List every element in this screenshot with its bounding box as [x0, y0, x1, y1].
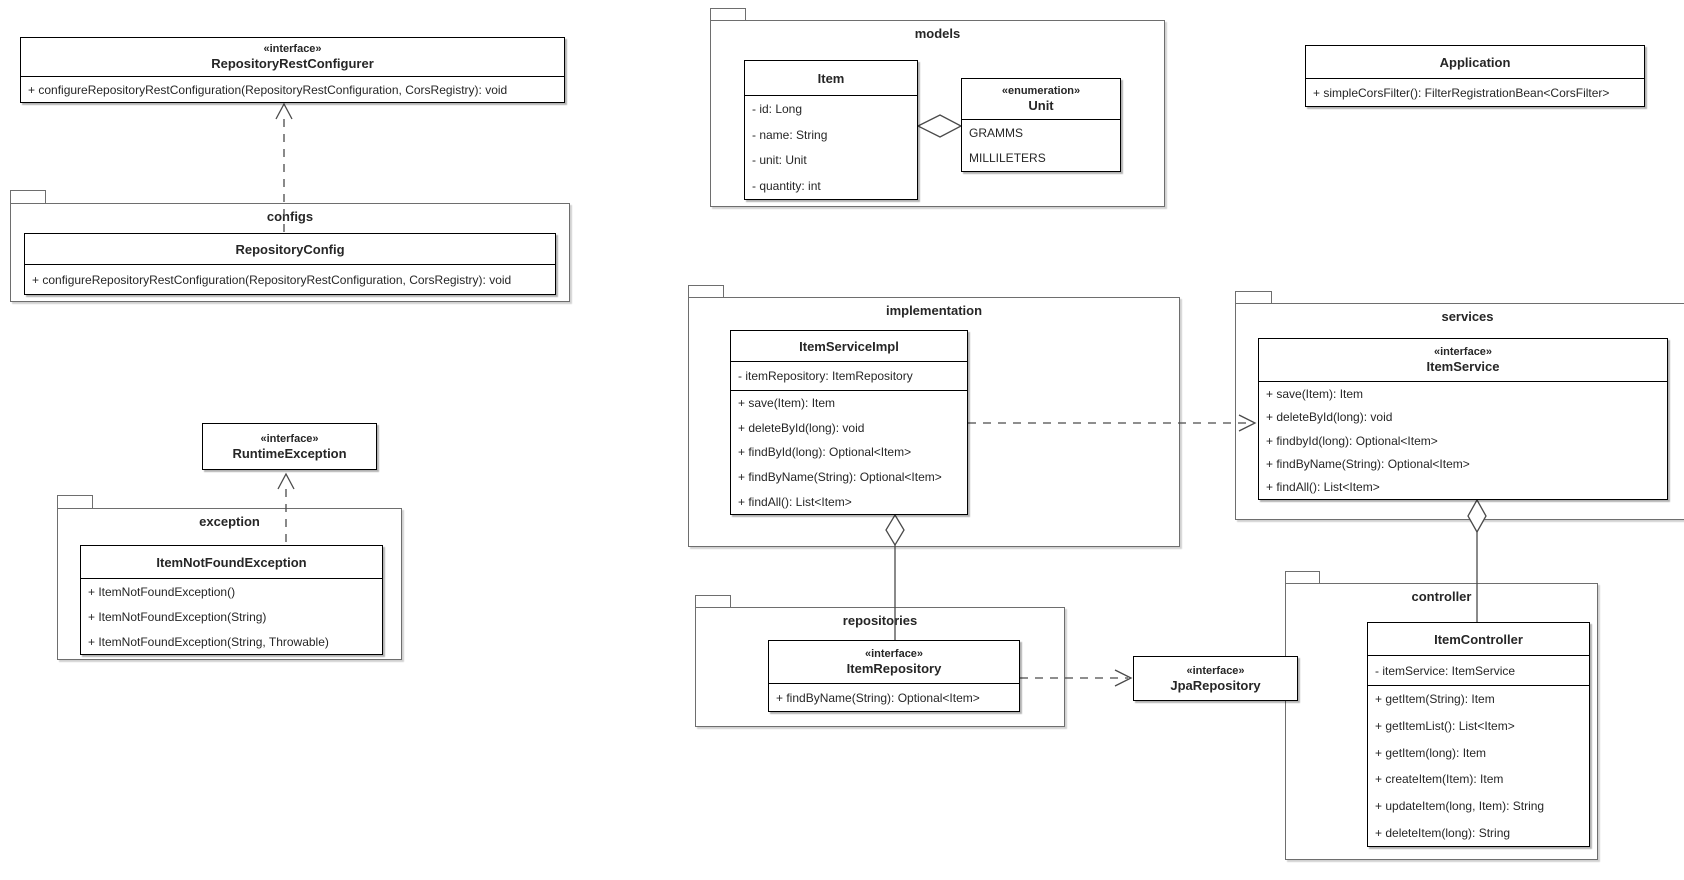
attribute-row: - quantity: int	[752, 179, 821, 194]
method-row: + ItemNotFoundException(String)	[88, 609, 267, 624]
stereotype-label: «interface»	[263, 43, 322, 55]
enum-literal-row: MILLILETERS	[969, 151, 1046, 166]
enum-literal-row: GRAMMS	[969, 125, 1023, 140]
method-row: + ItemNotFoundException()	[88, 584, 236, 599]
class-name: Unit	[1028, 98, 1054, 113]
open-arrowhead-up-icon	[275, 102, 293, 120]
method-row: + ItemNotFoundException(String, Throwabl…	[88, 634, 329, 649]
uml-class-item-not-found-exception[interactable]: ItemNotFoundException + ItemNotFoundExce…	[80, 545, 383, 655]
class-header: Item	[745, 61, 917, 96]
method-row: + save(Item): Item	[738, 396, 836, 411]
method-row: + findByName(String): Optional<Item>	[776, 690, 980, 705]
class-header: Application	[1306, 46, 1644, 79]
method-row: + findbyId(long): Optional<Item>	[1266, 433, 1438, 448]
open-arrowhead-right-icon	[1114, 669, 1133, 687]
class-name: RepositoryConfig	[235, 241, 345, 257]
class-header: ItemNotFoundException	[81, 546, 382, 579]
stereotype-label: «interface»	[1433, 346, 1493, 358]
stereotype-label: «enumeration»	[1001, 85, 1081, 97]
class-name: ItemNotFoundException	[156, 554, 307, 570]
class-header: «interface» RepositoryRestConfigurer	[21, 38, 564, 77]
class-name: Item	[817, 70, 845, 86]
method-row: + createItem(Item): Item	[1375, 772, 1504, 787]
uml-enum-unit[interactable]: «enumeration» Unit GRAMMS MILLILETERS	[961, 78, 1121, 172]
stereotype-label: «interface»	[260, 432, 319, 445]
method-row: + save(Item): Item	[1266, 386, 1364, 401]
package-label: configs	[266, 209, 314, 224]
class-header: «enumeration» Unit	[962, 79, 1120, 120]
uml-class-application[interactable]: Application + simpleCorsFilter(): Filter…	[1305, 45, 1645, 107]
uml-interface-item-service[interactable]: «interface» ItemService + save(Item): It…	[1258, 338, 1668, 500]
class-name: ItemController	[1434, 631, 1523, 647]
method-row: + getItem(String): Item	[1375, 692, 1495, 707]
method-row: + deleteById(long): void	[738, 420, 865, 435]
package-tab-exception[interactable]	[57, 495, 93, 509]
class-name: JpaRepository	[1170, 677, 1261, 693]
package-label: repositories	[842, 613, 918, 628]
class-header: «interface» JpaRepository	[1134, 657, 1297, 700]
method-row: + deleteById(long): void	[1266, 410, 1393, 425]
class-header: «interface» ItemService	[1259, 339, 1667, 382]
uml-class-item-service-impl[interactable]: ItemServiceImpl - itemRepository: ItemRe…	[730, 330, 968, 515]
attribute-row: - id: Long	[752, 101, 803, 116]
method-row: + simpleCorsFilter(): FilterRegistration…	[1313, 85, 1610, 100]
uml-class-repository-rest-configurer[interactable]: «interface» RepositoryRestConfigurer + c…	[20, 37, 565, 103]
class-name: RuntimeException	[232, 445, 347, 461]
package-label: implementation	[885, 303, 983, 318]
class-name: Application	[1439, 54, 1511, 70]
method-row: + getItemList(): List<Item>	[1375, 719, 1515, 733]
uml-interface-item-repository[interactable]: «interface» ItemRepository + findByName(…	[768, 640, 1020, 712]
method-row: + findAll(): List<Item>	[738, 494, 852, 509]
package-label: services	[1441, 309, 1494, 324]
method-row: + updateItem(long, Item): String	[1375, 799, 1545, 814]
method-row: + findByName(String): Optional<Item>	[1266, 456, 1470, 471]
method-row: + findById(long): Optional<Item>	[738, 445, 912, 460]
class-header: «interface» RuntimeException	[203, 424, 376, 469]
stereotype-label: «interface»	[1186, 664, 1245, 677]
method-row: + findByName(String): Optional<Item>	[738, 470, 942, 485]
class-header: ItemController	[1368, 623, 1589, 656]
attribute-row: - name: String	[752, 127, 828, 142]
attribute-row: - unit: Unit	[752, 153, 807, 168]
open-arrowhead-up-icon	[277, 472, 295, 490]
method-row: + configureRepositoryRestConfiguration(R…	[28, 82, 508, 97]
uml-class-item-controller[interactable]: ItemController - itemService: ItemServic…	[1367, 622, 1590, 847]
class-name: RepositoryRestConfigurer	[211, 56, 374, 71]
class-header: RepositoryConfig	[25, 234, 555, 265]
method-row: + configureRepositoryRestConfiguration(R…	[32, 272, 512, 287]
package-label: controller	[1411, 589, 1472, 604]
attribute-row: - itemService: ItemService	[1375, 663, 1516, 678]
class-name: ItemRepository	[846, 661, 942, 676]
class-header: ItemServiceImpl	[731, 331, 967, 362]
uml-interface-jpa-repository[interactable]: «interface» JpaRepository	[1133, 656, 1298, 701]
class-name: ItemService	[1426, 359, 1500, 374]
uml-class-repository-config[interactable]: RepositoryConfig + configureRepositoryRe…	[24, 233, 556, 295]
uml-class-item[interactable]: Item - id: Long - name: String - unit: U…	[744, 60, 918, 200]
attribute-row: - itemRepository: ItemRepository	[738, 369, 913, 383]
method-row: + findAll(): List<Item>	[1266, 480, 1380, 495]
class-header: «interface» ItemRepository	[769, 641, 1019, 684]
package-label: exception	[199, 514, 260, 529]
method-row: + deleteItem(long): String	[1375, 825, 1511, 840]
package-label: models	[914, 26, 961, 41]
class-name: ItemServiceImpl	[799, 338, 899, 354]
package-tab-configs[interactable]	[10, 190, 46, 204]
stereotype-label: «interface»	[864, 648, 924, 660]
uml-class-runtime-exception[interactable]: «interface» RuntimeException	[202, 423, 377, 470]
method-row: + getItem(long): Item	[1375, 745, 1487, 760]
